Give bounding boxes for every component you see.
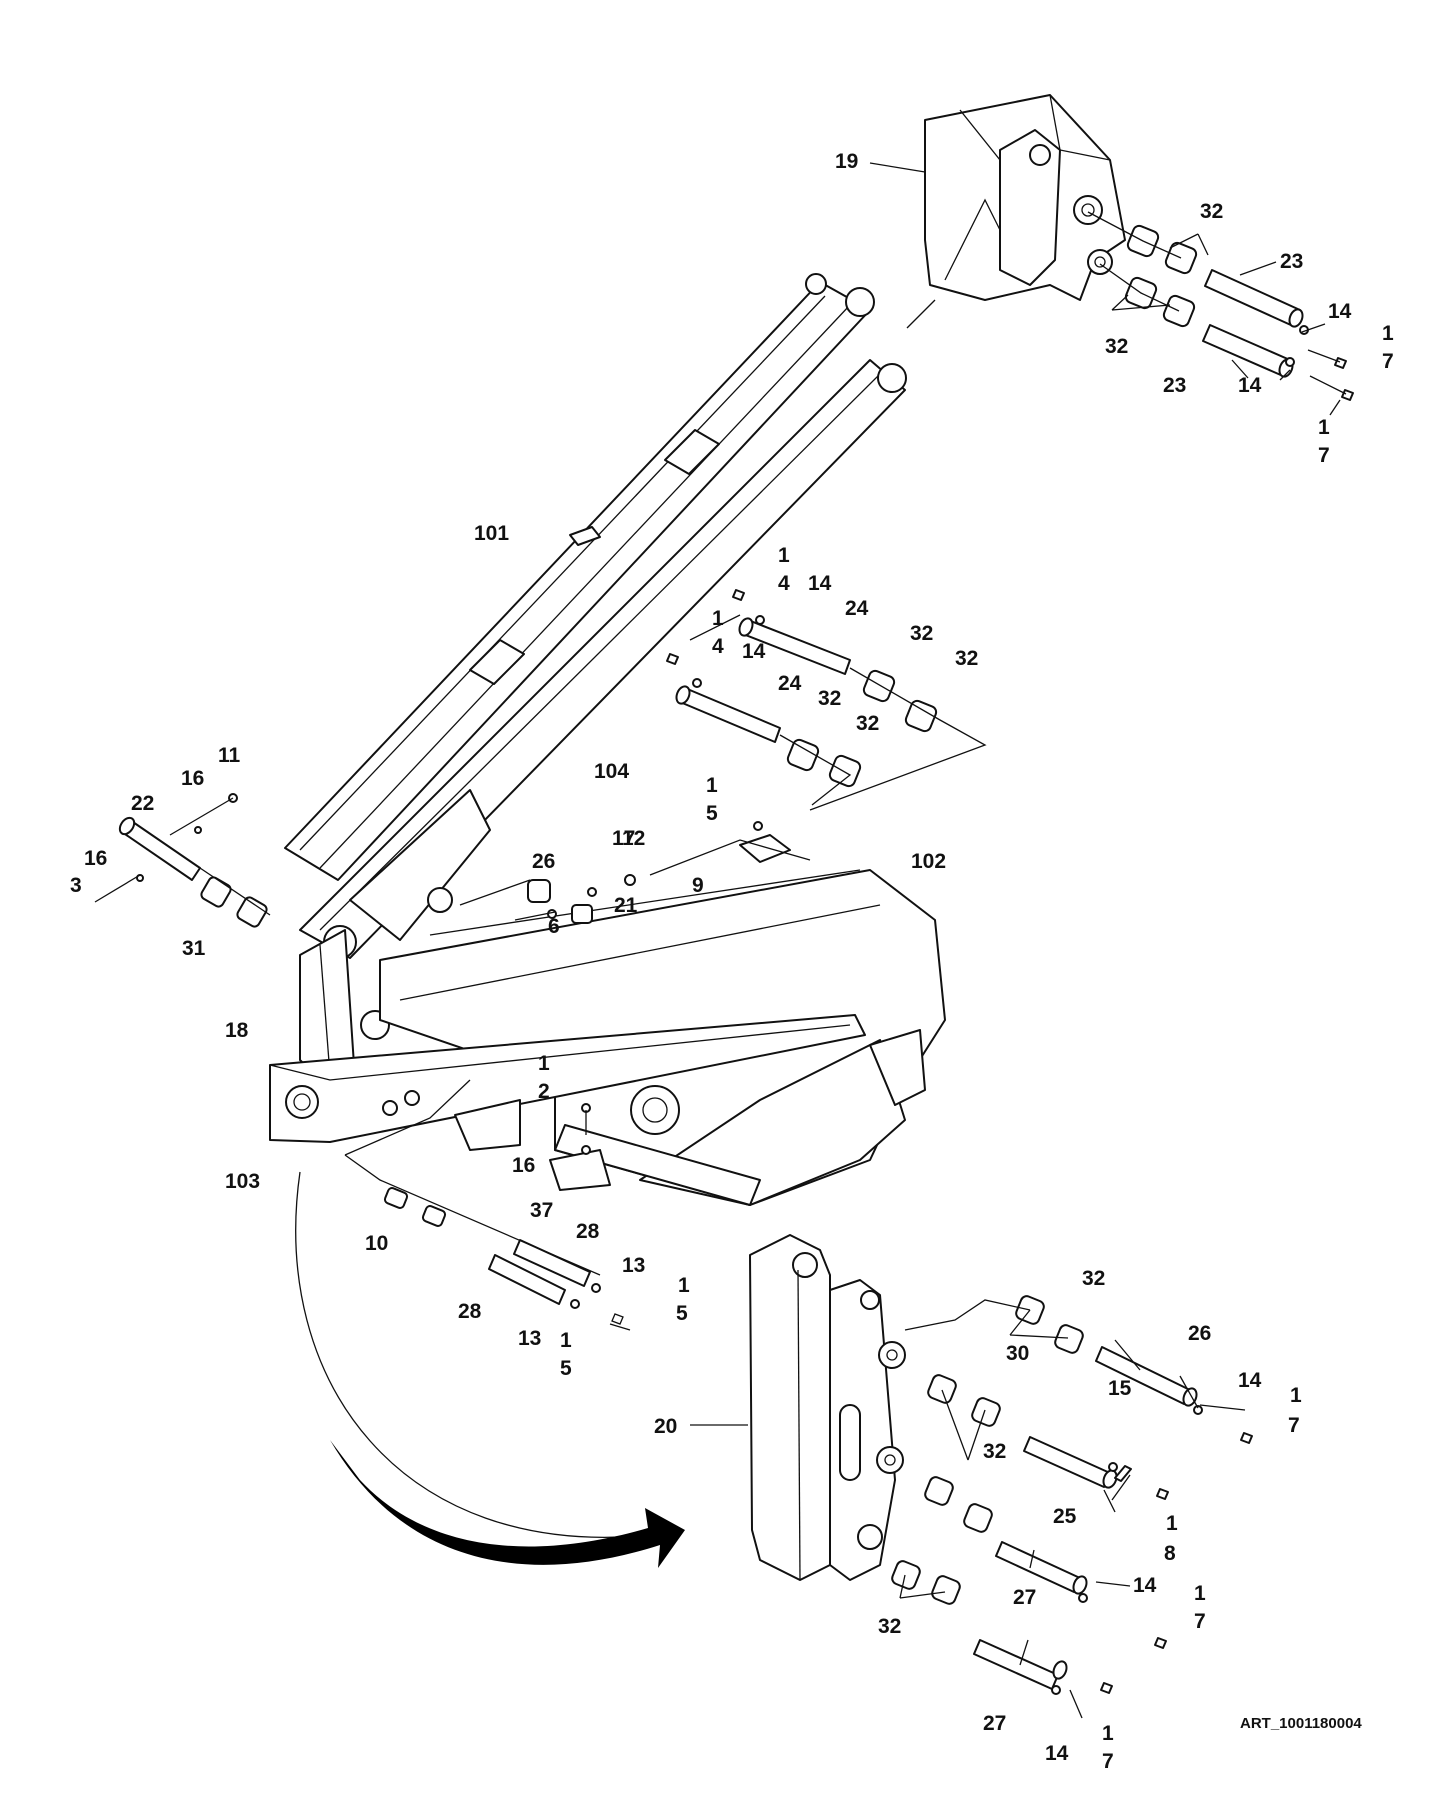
bracket-20 <box>749 1234 906 1581</box>
callout-10: 10 <box>365 1232 388 1255</box>
callout-14: 14 <box>1133 1574 1157 1597</box>
callout-23: 23 <box>1163 374 1186 397</box>
callout-19: 19 <box>835 150 858 173</box>
tube-103 <box>269 1014 866 1143</box>
callout-22: 22 <box>131 792 154 815</box>
art-id-label: ART_1001180004 <box>1240 1715 1362 1732</box>
callout-32: 32 <box>856 712 879 735</box>
callout-labels: 19 32 23 14 1 7 32 23 14 1 7 101 104 102… <box>70 150 1394 1773</box>
callout-32: 32 <box>878 1615 901 1638</box>
callout-5: 5 <box>706 802 718 825</box>
callout-5: 5 <box>560 1357 572 1380</box>
boom-101 <box>284 273 875 881</box>
bushings-30-32-lower <box>891 1295 1084 1605</box>
callout-15: 15 <box>1108 1377 1132 1400</box>
callout-23: 23 <box>1280 250 1303 273</box>
bracket-19 <box>924 94 1126 301</box>
pin-22-group <box>94 793 268 928</box>
pins-23 <box>1202 269 1354 401</box>
callout-102: 102 <box>911 850 946 873</box>
callout-26: 26 <box>532 850 555 873</box>
callout-25: 25 <box>1053 1505 1077 1528</box>
callout-32: 32 <box>955 647 978 670</box>
sweep-arrow <box>295 1171 685 1568</box>
callout-1: 1 <box>706 774 718 797</box>
callout-1: 1 <box>560 1329 572 1352</box>
callout-11: 11 <box>218 744 241 767</box>
callout-1: 1 <box>538 1052 550 1075</box>
callout-32: 32 <box>818 687 841 710</box>
pins-28-group <box>383 1187 631 1331</box>
callout-32: 32 <box>910 622 933 645</box>
callout-1: 1 <box>778 544 790 567</box>
callout-7: 7 <box>1382 350 1394 373</box>
callout-12: 12 <box>622 827 645 850</box>
callout-6: 6 <box>548 915 560 938</box>
callout-30: 30 <box>1006 1342 1029 1365</box>
callout-24: 24 <box>778 672 802 695</box>
callout-2: 2 <box>538 1080 550 1103</box>
callout-14: 14 <box>1045 1742 1069 1765</box>
callout-26: 26 <box>1188 1322 1211 1345</box>
callout-3: 3 <box>70 874 82 897</box>
callout-9: 9 <box>692 874 704 897</box>
callout-1: 1 <box>1382 322 1394 345</box>
callout-14: 14 <box>808 572 832 595</box>
callout-103: 103 <box>225 1170 260 1193</box>
callout-14: 14 <box>742 640 766 663</box>
callout-32: 32 <box>1200 200 1223 223</box>
callout-31: 31 <box>182 937 206 960</box>
callout-18: 18 <box>225 1019 249 1042</box>
bushings-32-upper <box>1124 224 1198 328</box>
callout-32: 32 <box>1105 335 1128 358</box>
callout-7: 7 <box>1318 444 1330 467</box>
callout-104: 104 <box>594 760 629 783</box>
callout-16: 16 <box>512 1154 535 1177</box>
callout-17: 17 <box>612 827 635 850</box>
callout-8: 8 <box>1164 1542 1176 1565</box>
callout-16: 16 <box>181 767 204 790</box>
callout-4: 4 <box>778 572 790 595</box>
callout-1: 1 <box>712 607 724 630</box>
callout-24: 24 <box>845 597 869 620</box>
pins-24 <box>666 589 851 743</box>
callout-20: 20 <box>654 1415 677 1438</box>
pin-2-16 <box>581 1103 591 1155</box>
callout-1: 1 <box>1166 1512 1178 1535</box>
pedestal-37 <box>454 1099 611 1191</box>
callout-1: 1 <box>1318 416 1330 439</box>
callout-32: 32 <box>983 1440 1006 1463</box>
callout-1: 1 <box>1194 1582 1206 1605</box>
callout-14: 14 <box>1238 374 1262 397</box>
plate-9 <box>739 821 791 863</box>
bushings-32-middle <box>786 669 938 788</box>
callout-7: 7 <box>1194 1610 1206 1633</box>
callout-1: 1 <box>1102 1722 1114 1745</box>
pin-group-26-21 <box>514 874 636 924</box>
callout-27: 27 <box>983 1712 1006 1735</box>
callout-16: 16 <box>84 847 107 870</box>
callout-27: 27 <box>1013 1586 1036 1609</box>
callout-14: 14 <box>1238 1369 1262 1392</box>
callout-13: 13 <box>622 1254 645 1277</box>
callout-32: 32 <box>1082 1267 1105 1290</box>
callout-21: 21 <box>614 894 638 917</box>
callout-37: 37 <box>530 1199 553 1222</box>
callout-5: 5 <box>676 1302 688 1325</box>
callout-7: 7 <box>1288 1414 1300 1437</box>
callout-28: 28 <box>458 1300 482 1323</box>
callout-13: 13 <box>518 1327 541 1350</box>
callout-1: 1 <box>678 1274 690 1297</box>
callout-101: 101 <box>474 522 509 545</box>
callout-4: 4 <box>712 635 724 658</box>
callout-7: 7 <box>1102 1750 1114 1773</box>
callout-28: 28 <box>576 1220 600 1243</box>
callout-14: 14 <box>1328 300 1352 323</box>
callout-1: 1 <box>1290 1384 1302 1407</box>
pins-25-26-27 <box>973 1346 1253 1695</box>
